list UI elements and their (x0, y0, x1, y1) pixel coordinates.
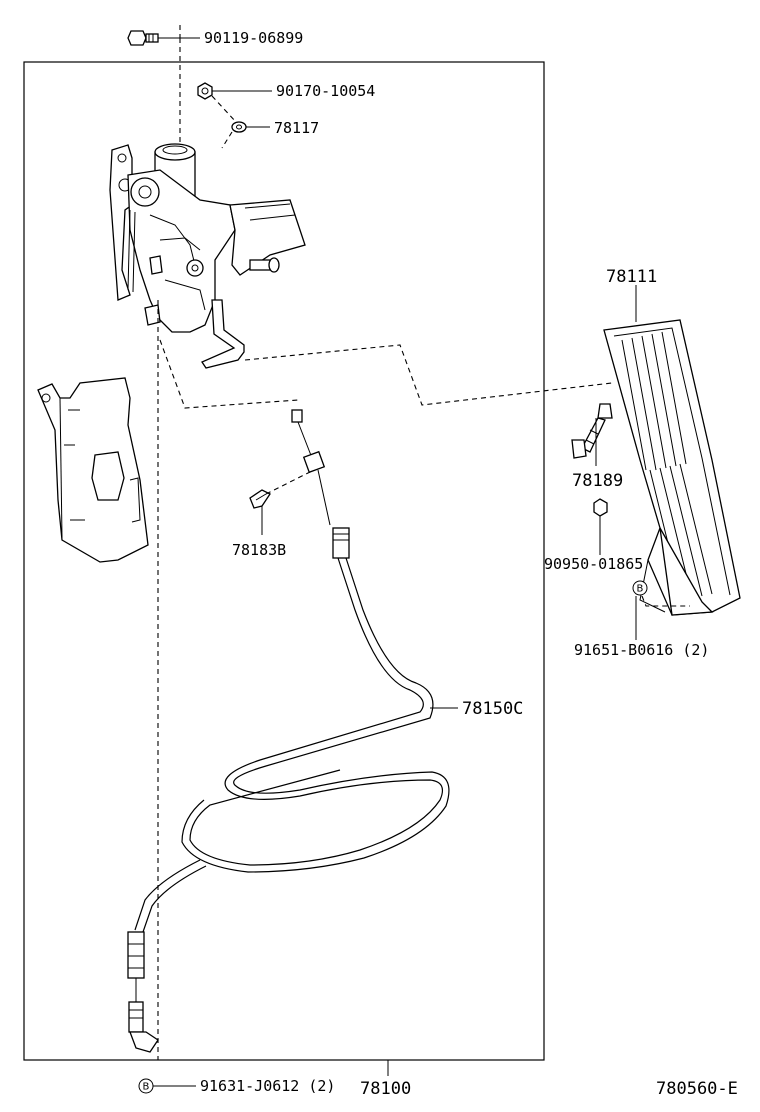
label-91631-j0612: 91631-J0612 (2) (200, 1077, 335, 1095)
stopper-bolt-78189 (571, 403, 613, 466)
label-90170-10054: 90170-10054 (276, 82, 375, 100)
nut-90950 (593, 498, 608, 555)
pedal-bracket-assembly (109, 143, 306, 369)
guide-line-to-pedal (244, 344, 613, 406)
badge-b-bottom: B (138, 1078, 154, 1094)
label-90119-06899: 90119-06899 (204, 29, 303, 47)
badge-b-right: B (632, 580, 648, 596)
bolt-91651 (635, 595, 690, 640)
accelerator-pedal-78111 (603, 285, 741, 616)
label-91651-b0616: 91651-B0616 (2) (574, 641, 709, 659)
label-90950-01865: 90950-01865 (544, 555, 643, 573)
guide-line-to-cable-end (159, 339, 299, 409)
figure-code: 780560-E (656, 1079, 738, 1099)
label-78183b: 78183B (232, 541, 286, 559)
label-78111: 78111 (606, 267, 657, 287)
bracket-plate (37, 377, 149, 563)
label-78150c: 78150C (462, 699, 523, 719)
assembly-frame (23, 61, 545, 1061)
badge-b-right-text: B (637, 584, 644, 595)
label-78117: 78117 (274, 119, 319, 137)
label-78189: 78189 (572, 471, 623, 491)
accelerator-cable-78150c (127, 409, 458, 1053)
clip-78183b (249, 471, 311, 535)
badge-b-bottom-text: B (143, 1082, 150, 1093)
washer-78117 (231, 121, 270, 133)
nut-90170 (197, 82, 272, 100)
label-78100: 78100 (360, 1079, 411, 1099)
guide-line-nut (211, 95, 237, 149)
bolt-90119 (127, 30, 200, 46)
